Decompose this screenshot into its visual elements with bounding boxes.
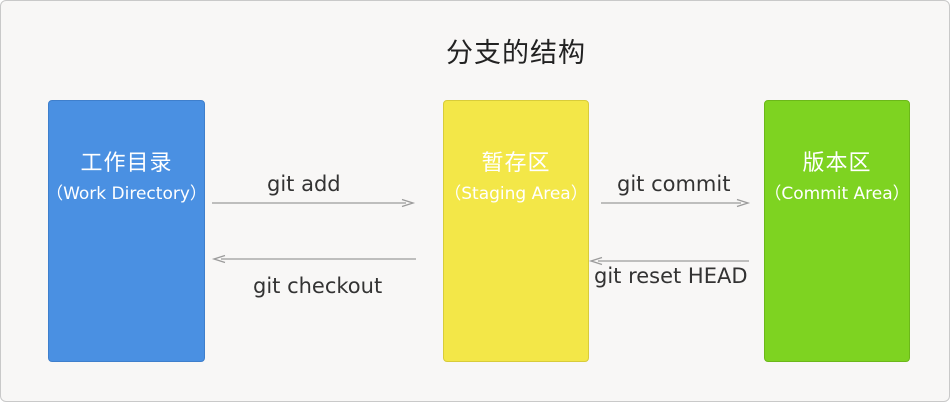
git-reset-arrowhead	[588, 256, 603, 266]
staging-area-box: 暂存区 （Staging Area）	[443, 100, 589, 362]
staging-area-name: 暂存区	[481, 151, 551, 176]
commit-area-subtitle: （Commit Area）	[764, 184, 910, 204]
work-directory-subtitle: （Work Directory）	[46, 184, 207, 204]
commit-area-name: 版本区	[802, 151, 872, 176]
diagram-title: 分支的结构	[446, 38, 586, 69]
git-checkout-arrowhead	[211, 254, 226, 264]
git-checkout-label: git checkout	[253, 274, 383, 298]
commit-area-box: 版本区 （Commit Area）	[764, 100, 910, 362]
git-add-arrowhead	[401, 198, 416, 208]
git-reset-head-label: git reset HEAD	[594, 264, 748, 288]
staging-area-subtitle: （Staging Area）	[444, 184, 588, 204]
work-directory-box: 工作目录 （Work Directory）	[46, 100, 207, 362]
git-add-label: git add	[267, 172, 341, 196]
work-directory-name: 工作目录	[80, 151, 173, 176]
git-commit-label: git commit	[617, 172, 731, 196]
git-commit-arrowhead	[736, 198, 751, 208]
